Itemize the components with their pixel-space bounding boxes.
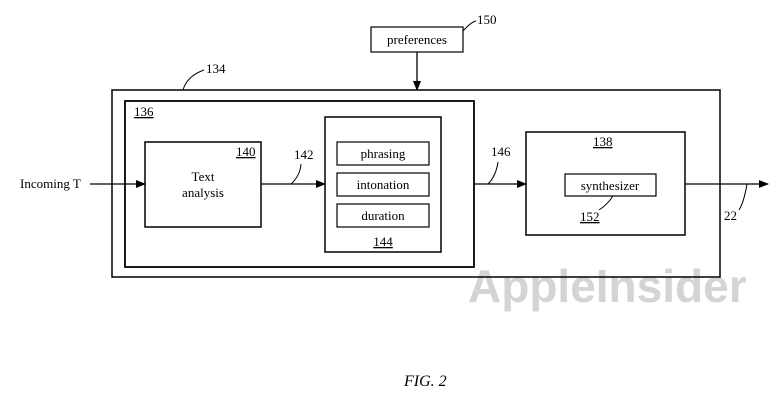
ref-134: 134: [206, 61, 226, 76]
preferences-label: preferences: [387, 32, 447, 47]
synthesizer-label: synthesizer: [581, 178, 640, 193]
phrasing-label: phrasing: [361, 146, 406, 161]
intonation-label: intonation: [357, 177, 410, 192]
leader-142: [290, 163, 302, 185]
intonation-box: [336, 172, 430, 197]
prosody-box-144: [324, 116, 442, 253]
leader-146: [487, 161, 499, 185]
figure-caption: FIG. 2: [403, 373, 447, 390]
leader-22: [738, 183, 748, 211]
leader-152: [598, 195, 614, 211]
leader-134: [182, 69, 205, 91]
text-analysis-line1: Text: [192, 169, 215, 184]
ref-140: 140: [236, 144, 256, 159]
ref-152: 152: [580, 209, 600, 224]
incoming-label: Incoming T: [20, 176, 81, 191]
ref-144: 144: [373, 234, 393, 249]
ref-136: 136: [134, 104, 154, 119]
ref-150: 150: [477, 12, 497, 27]
ref-22: 22: [724, 208, 737, 223]
ref-142: 142: [294, 147, 314, 162]
duration-box: [336, 203, 430, 228]
ref-138: 138: [593, 134, 613, 149]
synthesizer-box: [564, 173, 657, 197]
duration-label: duration: [361, 208, 405, 223]
watermark: AppleInsider: [468, 260, 747, 312]
ref-146: 146: [491, 144, 511, 159]
phrasing-box: [336, 141, 430, 166]
text-analysis-line2: analysis: [182, 185, 224, 200]
leader-150: [462, 20, 477, 32]
preferences-box: [370, 26, 464, 53]
